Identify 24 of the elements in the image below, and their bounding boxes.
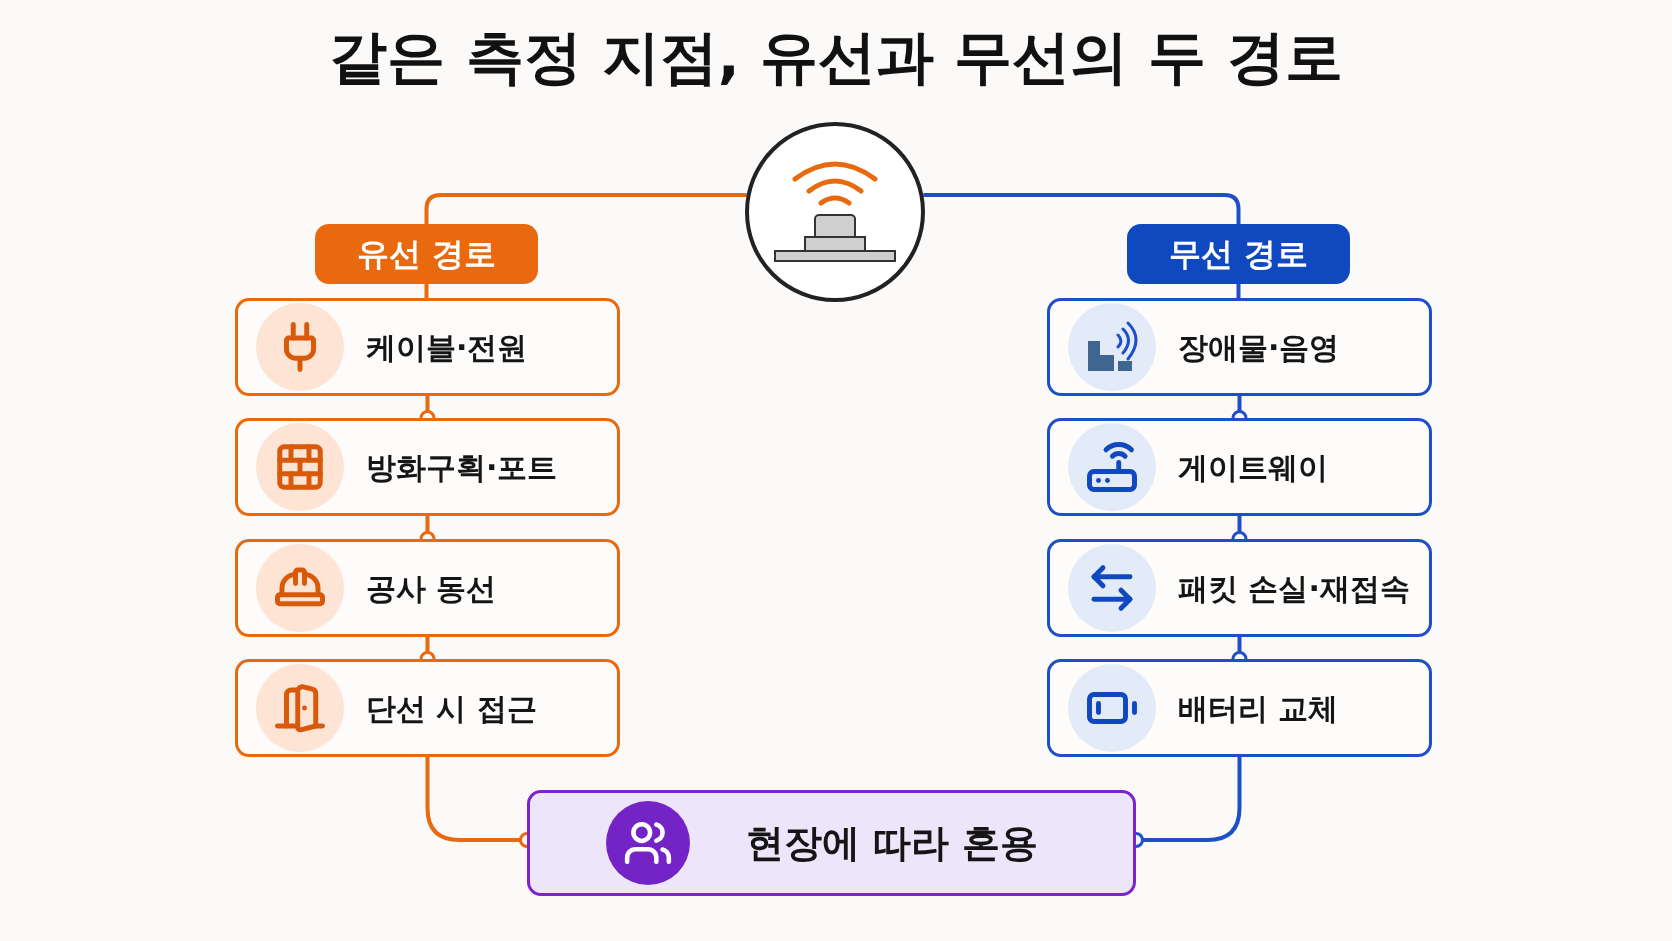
item-box — [1047, 418, 1432, 516]
connector-line — [424, 193, 747, 224]
summary-box — [527, 790, 1136, 896]
item-label: 배터리 교체 — [1178, 689, 1339, 728]
item-box — [1047, 298, 1432, 396]
item-label: 패킷 손실·재접속 — [1178, 569, 1410, 608]
path-label: 무선 경로 — [1127, 224, 1350, 284]
item-box — [235, 418, 620, 516]
path-label: 유선 경로 — [315, 224, 538, 284]
item-label: 공사 동선 — [366, 569, 497, 608]
item-label: 단선 시 접근 — [366, 689, 537, 728]
item-label: 현장에 따라 혼용 — [746, 819, 1039, 867]
connector-line — [424, 284, 429, 298]
item-box — [1047, 659, 1432, 757]
item-box — [235, 298, 620, 396]
diagram-title: 같은 측정 지점, 유선과 무선의 두 경로 — [329, 28, 1343, 86]
connector-line — [1236, 284, 1241, 298]
item-label: 케이블·전원 — [366, 328, 528, 367]
item-box — [235, 539, 620, 637]
item-label: 장애물·음영 — [1178, 328, 1340, 367]
item-label: 방화구획·포트 — [366, 448, 558, 487]
item-box — [1047, 539, 1432, 637]
item-label: 게이트웨이 — [1178, 448, 1328, 487]
item-box — [235, 659, 620, 757]
